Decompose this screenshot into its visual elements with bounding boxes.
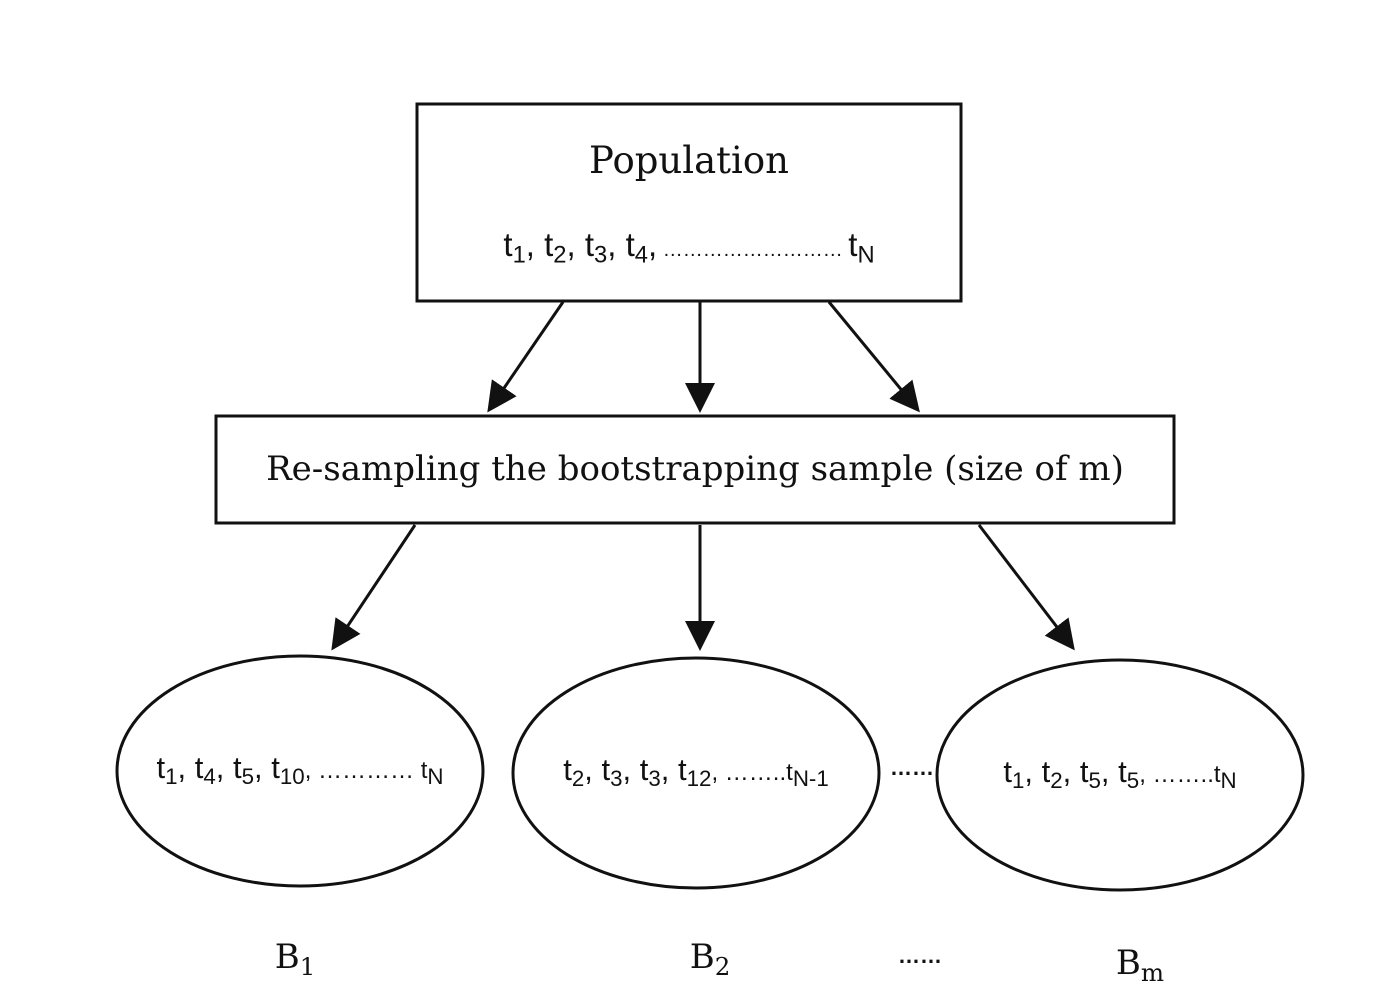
arrow-resampling-right — [977, 524, 1075, 651]
sample-ellipse-1 — [115, 654, 485, 888]
sample-sequence-m: t1, t2, t5, t5, ……..tN — [1003, 754, 1237, 794]
sample-label-bm: Bm — [1115, 943, 1165, 987]
resampling-box — [214, 414, 1176, 525]
sample-sequence-2: t2, t3, t3, t12, ……..tN-1 — [563, 752, 829, 792]
resampling-label: Re-sampling the bootstrapping sample (si… — [266, 449, 1124, 489]
sample-label-b2: B2 — [689, 937, 731, 981]
arrow-population-left — [487, 301, 565, 413]
sample-label-b1: B1 — [274, 937, 316, 981]
arrow-resampling-left — [331, 524, 417, 651]
sample-ellipse-m — [935, 658, 1305, 892]
population-sequence: t1, t2, t3, t4, ……………………… tN — [503, 226, 875, 269]
sample-sequence-1: t1, t4, t5, t10, ………… tN — [156, 750, 444, 790]
population-box — [415, 102, 963, 303]
sample-ellipse-2 — [511, 656, 881, 890]
ellipsis-between-samples: …… — [890, 755, 934, 780]
ellipsis-between-labels: …… — [898, 943, 942, 968]
population-title: Population — [589, 139, 789, 182]
arrow-population-right — [827, 301, 920, 413]
